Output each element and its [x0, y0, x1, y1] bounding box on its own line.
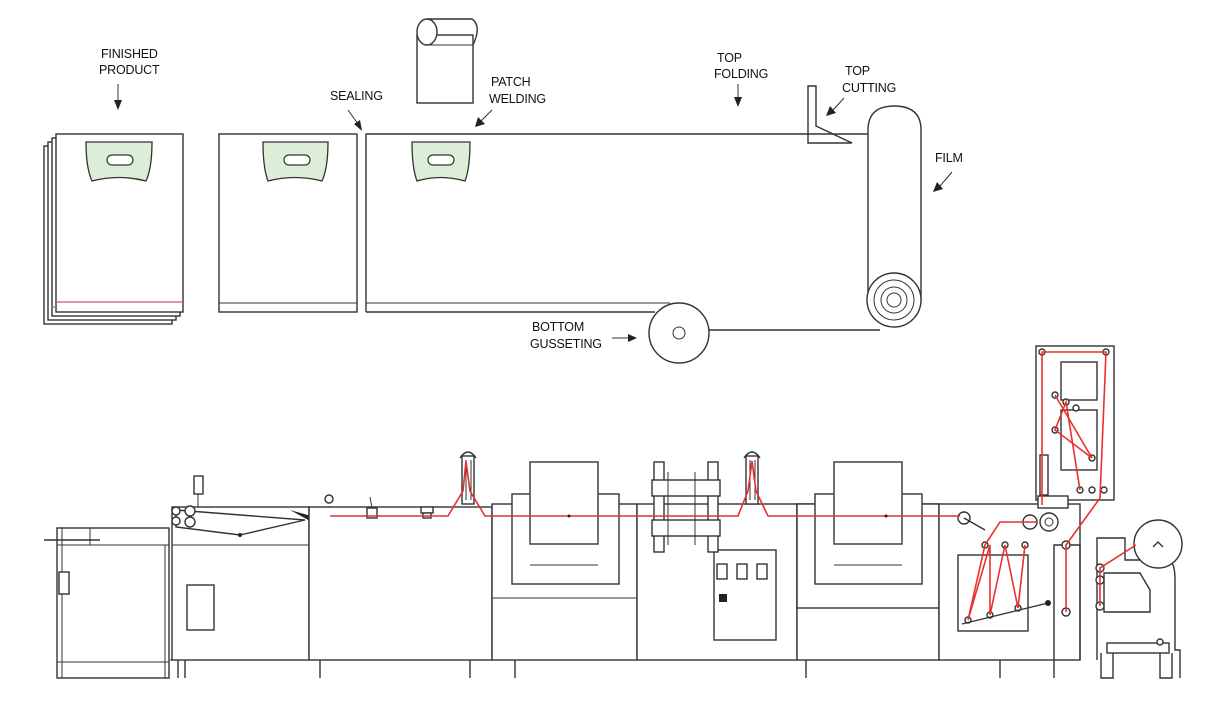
machine-layout	[44, 345, 1183, 679]
label-welding: WELDING	[489, 92, 546, 106]
infeed-dancer-section	[938, 503, 1081, 678]
sealing-unit	[171, 475, 346, 678]
sealed-bag	[218, 133, 358, 313]
film-path	[330, 351, 1137, 621]
gusseting-wheel	[648, 302, 710, 364]
label-top-cutting-group: TOP CUTTING	[826, 64, 896, 116]
label-sealing: SEALING	[330, 89, 383, 103]
label-film-group: FILM	[933, 151, 963, 192]
label-bottom-gusseting-group: BOTTOM GUSSETING	[530, 320, 637, 351]
film-roll	[866, 105, 922, 328]
label-sealing-group: SEALING	[330, 89, 383, 131]
label-top: TOP	[845, 64, 870, 78]
label-product: PRODUCT	[99, 63, 160, 77]
process-schematic: FINISHED PRODUCT SEALING PATCH WELDING T…	[43, 18, 963, 364]
patch-roll	[416, 18, 478, 104]
label-patch: PATCH	[491, 75, 531, 89]
label-top: TOP	[717, 51, 742, 65]
label-top-folding-group: TOP FOLDING	[714, 51, 768, 107]
label-folding: FOLDING	[714, 67, 768, 81]
film-web	[365, 133, 880, 331]
output-stacker	[44, 527, 170, 679]
folding-cutting-section	[636, 451, 807, 678]
gusseting-section-1	[491, 461, 638, 678]
patch-welding-section	[308, 451, 493, 678]
label-bottom: BOTTOM	[532, 320, 584, 334]
gusseting-section-2	[796, 461, 940, 661]
label-finished-product: FINISHED PRODUCT	[99, 47, 160, 110]
label-gusseting: GUSSETING	[530, 337, 602, 351]
finished-product-stack	[43, 133, 184, 325]
unwind-stand	[1095, 519, 1183, 679]
label-film: FILM	[935, 151, 963, 165]
label-patch-welding-group: PATCH WELDING	[475, 75, 546, 127]
top-cutting-blade	[807, 85, 853, 144]
label-finished: FINISHED	[101, 47, 158, 61]
label-cutting: CUTTING	[842, 81, 896, 95]
